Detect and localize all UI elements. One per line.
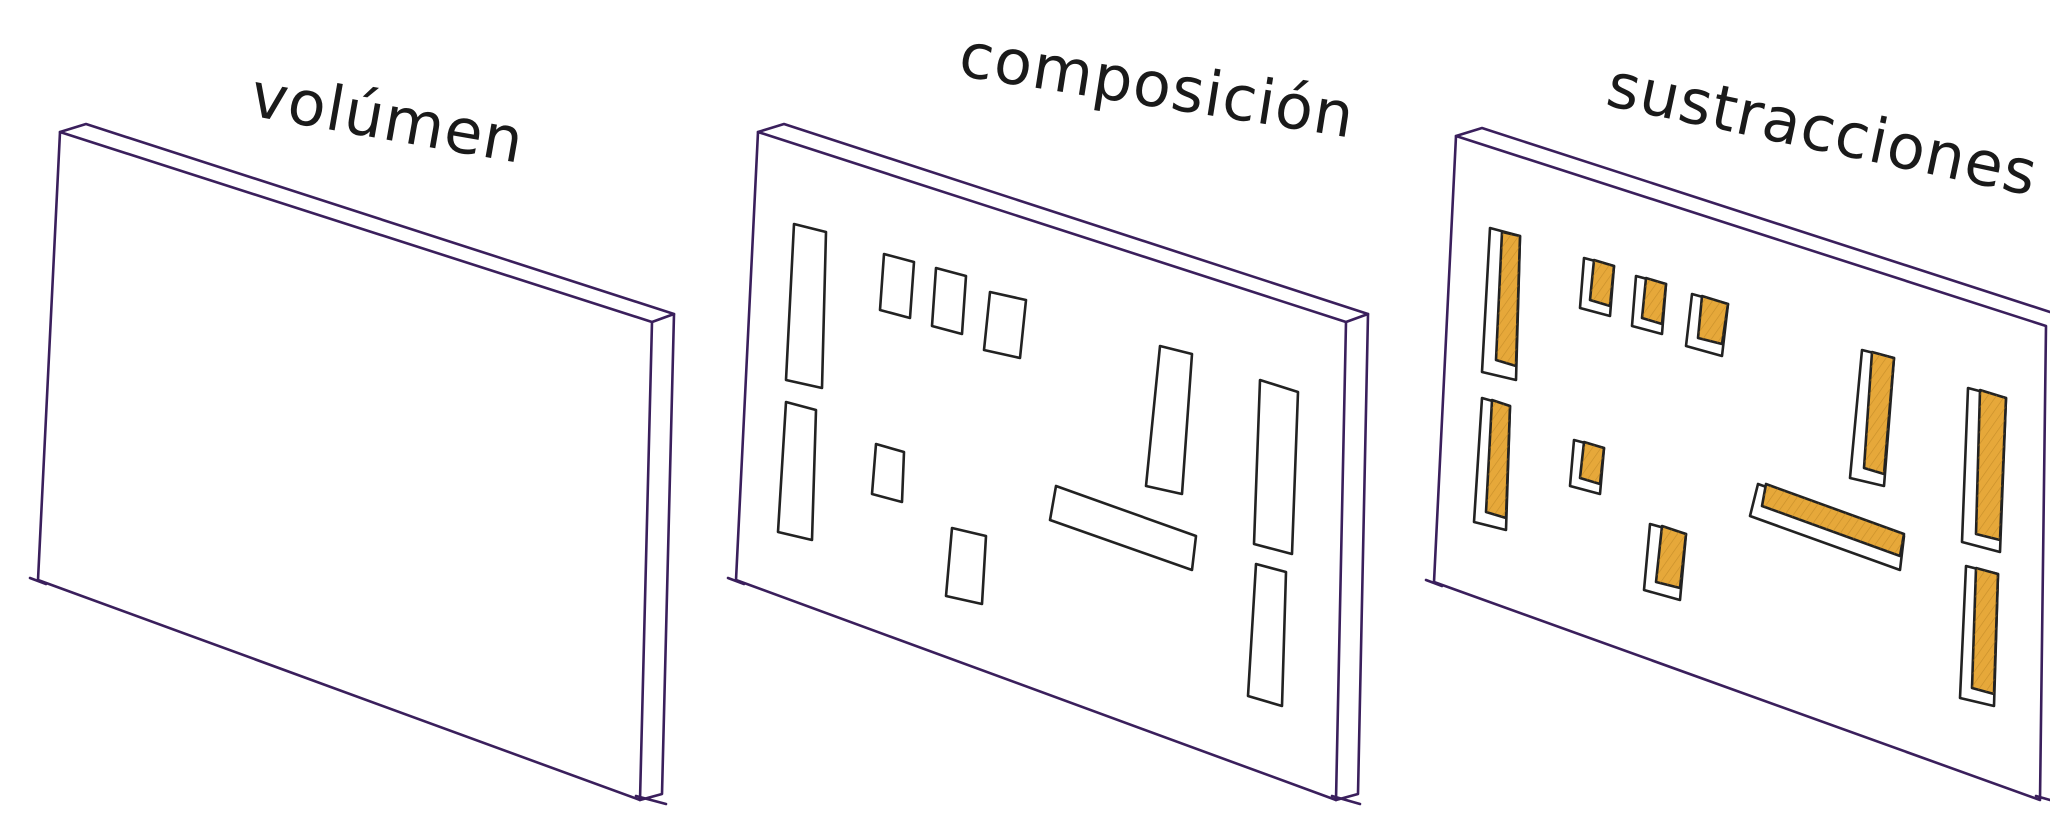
- opening-outline: [784, 222, 828, 390]
- wall-top-edge: [1454, 126, 2050, 314]
- subtraction-void: [1578, 256, 1616, 318]
- subtraction-void: [1568, 438, 1606, 496]
- wall-volumen: [28, 122, 676, 806]
- opening-outline: [1246, 562, 1288, 708]
- subtraction-void: [1960, 386, 2008, 554]
- wall-sustracciones: [1424, 126, 2050, 802]
- wall-top-edge: [58, 122, 676, 324]
- subtraction-void: [1684, 292, 1730, 358]
- wall-front-face: [1432, 134, 2048, 802]
- opening-outline: [1048, 484, 1198, 572]
- subtraction-void: [1642, 522, 1688, 602]
- opening-outline: [1144, 344, 1194, 496]
- subtraction-void: [1958, 564, 2000, 708]
- opening-outline: [878, 252, 916, 320]
- opening-outline: [944, 526, 988, 606]
- opening-outline: [870, 442, 906, 504]
- opening-outline: [1252, 378, 1300, 556]
- wall-top-edge: [756, 122, 1370, 324]
- wall-composicion: [726, 122, 1370, 806]
- opening-outline: [930, 266, 968, 336]
- opening-outline: [776, 400, 818, 542]
- subtraction-void: [1630, 274, 1668, 336]
- opening-outline: [982, 290, 1028, 360]
- subtraction-void: [1848, 348, 1896, 488]
- subtraction-void: [1480, 226, 1522, 382]
- subtraction-void: [1748, 482, 1906, 572]
- subtraction-void: [1472, 396, 1512, 532]
